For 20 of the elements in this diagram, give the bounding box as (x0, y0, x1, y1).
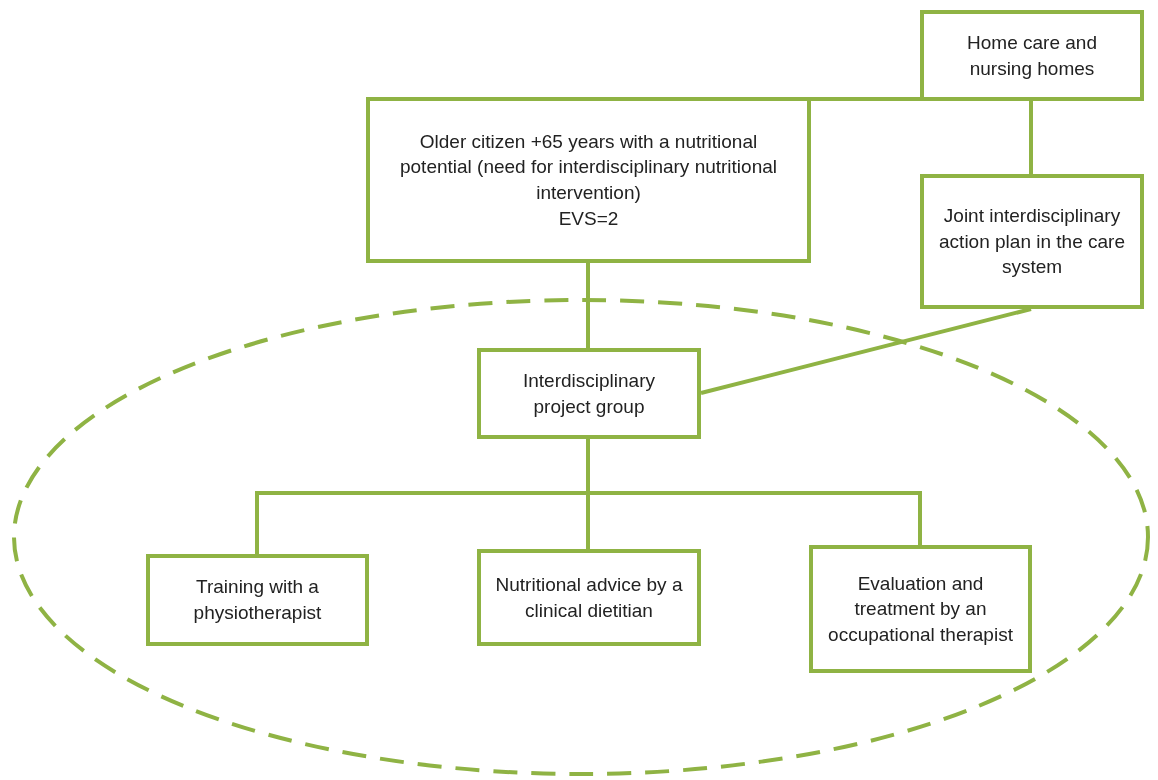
box-text: Interdisciplinary project group (522, 368, 656, 419)
box-text: Nutritional advice by a clinical dietitian (495, 572, 683, 623)
connector-line (811, 97, 920, 101)
connector-line (1029, 101, 1033, 174)
process-box (477, 348, 701, 439)
process-box (477, 549, 701, 646)
dashed-ellipse (12, 298, 1150, 776)
connector-line (586, 263, 590, 348)
connector-line (700, 307, 1032, 395)
box-text: EVS=2 (558, 206, 619, 231)
box-text: Training with a physiotherapist (192, 575, 323, 625)
process-box (146, 554, 369, 646)
box-text: Home care and nursing homes (966, 30, 1098, 81)
box-text: Older citizen +65 years with a nutritional potential (need for interdisciplinary nutritional intervention) (398, 129, 778, 205)
process-box (920, 174, 1144, 309)
box-text: Joint interdisciplinary action plan in the care system (938, 204, 1126, 280)
process-box (366, 97, 811, 263)
process-box (920, 10, 1144, 101)
box-text: Evaluation and treatment by an occupational therapist (827, 571, 1014, 647)
process-box (809, 545, 1032, 673)
